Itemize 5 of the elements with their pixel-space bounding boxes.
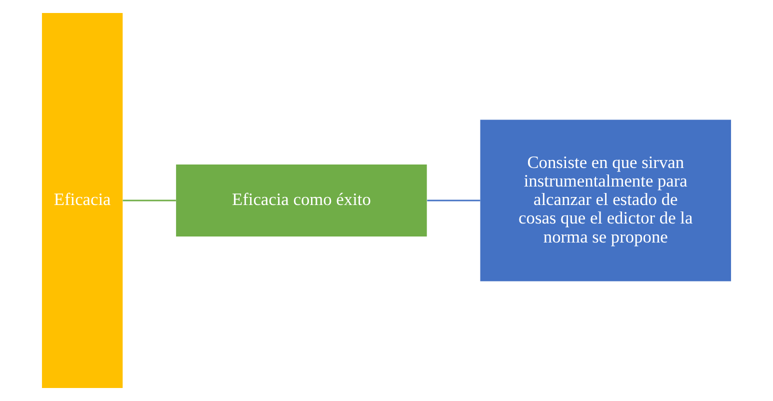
node-box: Eficacia (42, 13, 123, 388)
connector (122, 200, 176, 202)
node-box: Eficacia como éxito (176, 164, 427, 236)
connector (427, 200, 480, 202)
node-box: Consiste en que sirvan instrumentalmente para alcanzar el estado de cosas que el edictor de la norma se propone (480, 120, 732, 282)
